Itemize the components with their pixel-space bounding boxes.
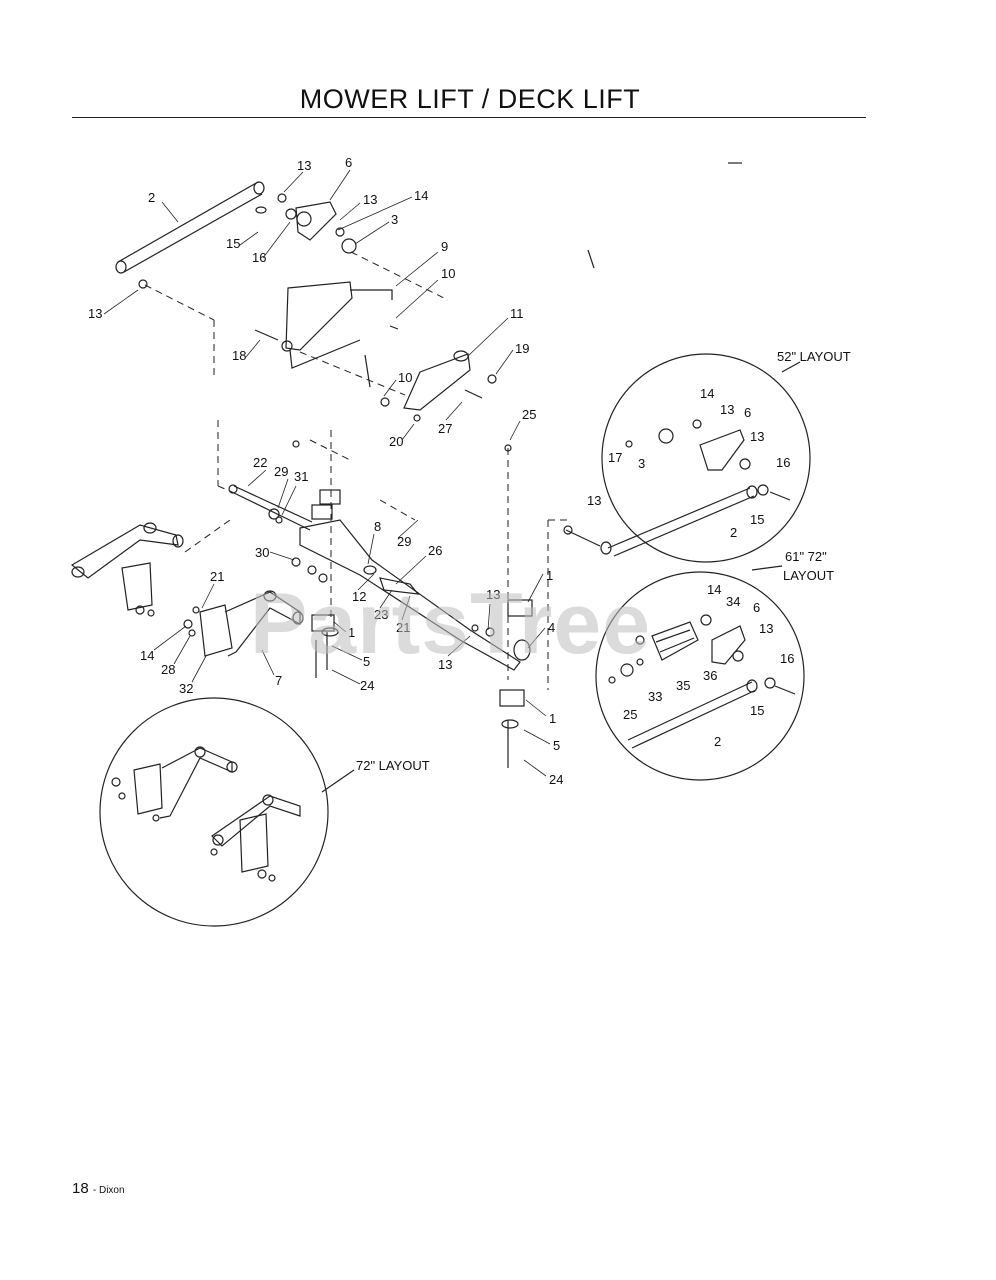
callout: 4 bbox=[548, 620, 555, 635]
layout-52-label: 52" LAYOUT bbox=[777, 349, 851, 364]
callout: 14 bbox=[140, 648, 154, 663]
callout: 13 bbox=[486, 587, 500, 602]
callout: 27 bbox=[438, 421, 452, 436]
callout: 21 bbox=[396, 620, 410, 635]
callout: 35 bbox=[676, 678, 690, 693]
footer-brand: - Dixon bbox=[92, 1185, 125, 1196]
left-deck-arm bbox=[70, 522, 184, 617]
callout: 15 bbox=[226, 236, 240, 251]
callout: 6 bbox=[345, 155, 352, 170]
callout: 29 bbox=[397, 534, 411, 549]
callout: 11 bbox=[510, 306, 524, 321]
callout: 17 bbox=[608, 450, 622, 465]
callout: 31 bbox=[294, 469, 308, 484]
callout: 24 bbox=[360, 678, 374, 693]
title-rule bbox=[72, 117, 866, 118]
page-number: 18 bbox=[72, 1180, 89, 1197]
callout: 13 bbox=[88, 306, 102, 321]
callout: 2 bbox=[730, 525, 737, 540]
callout: 6 bbox=[753, 600, 760, 615]
deck-hanger-blocks bbox=[292, 440, 533, 768]
callout: 15 bbox=[750, 512, 764, 527]
callout: 29 bbox=[274, 464, 288, 479]
left-rear-arm bbox=[183, 590, 304, 657]
callout: 10 bbox=[441, 266, 455, 281]
upper-hardware bbox=[138, 193, 357, 289]
bolt-18 bbox=[254, 325, 399, 352]
callout: 5 bbox=[553, 738, 560, 753]
layout-labels: 52" LAYOUT 61" 72" LAYOUT 72" LAYOUT bbox=[356, 349, 851, 773]
callout: 32 bbox=[179, 681, 193, 696]
callout: 8 bbox=[374, 519, 381, 534]
callout: 9 bbox=[441, 239, 448, 254]
callout: 18 bbox=[232, 348, 246, 363]
callout: 25 bbox=[623, 707, 637, 722]
lift-shaft-upper bbox=[115, 181, 265, 274]
callout: 23 bbox=[374, 607, 388, 622]
callout: 14 bbox=[707, 582, 721, 597]
layout-61-72-detail bbox=[595, 571, 805, 781]
callout: 25 bbox=[522, 407, 536, 422]
callout: 13 bbox=[438, 657, 452, 672]
callouts-main-center: 22 29 31 25 29 8 26 30 12 23 21 13 1 4 2… bbox=[140, 407, 563, 787]
page-title: MOWER LIFT / DECK LIFT bbox=[299, 84, 641, 114]
callout: 19 bbox=[515, 341, 529, 356]
callout: 33 bbox=[648, 689, 662, 704]
callout: 13 bbox=[720, 402, 734, 417]
callouts-main-upper: 2 13 6 13 14 3 15 16 13 9 10 18 11 19 10… bbox=[88, 155, 529, 449]
callout: 13 bbox=[363, 192, 377, 207]
callout: 21 bbox=[210, 569, 224, 584]
callout: 2 bbox=[148, 190, 155, 205]
ratchet-plate-upper bbox=[285, 281, 393, 388]
main-lift-shaft bbox=[228, 484, 521, 671]
callout: 34 bbox=[726, 594, 740, 609]
callout: 36 bbox=[703, 668, 717, 683]
callout: 13 bbox=[297, 158, 311, 173]
callout: 3 bbox=[391, 212, 398, 227]
callout: 1 bbox=[546, 568, 553, 583]
ratchet-plate-lower bbox=[380, 350, 497, 422]
layout-72-detail bbox=[99, 697, 329, 927]
callout: 12 bbox=[352, 589, 366, 604]
callout: 3 bbox=[638, 456, 645, 471]
callout: 13 bbox=[750, 429, 764, 444]
callout: 10 bbox=[398, 370, 412, 385]
layout-52-detail bbox=[563, 353, 811, 563]
callout: 1 bbox=[348, 625, 355, 640]
callout: 2 bbox=[714, 734, 721, 749]
callout: 15 bbox=[750, 703, 764, 718]
layout-61-72-label-line1: 61" 72" bbox=[785, 549, 827, 564]
callout: 16 bbox=[780, 651, 794, 666]
callout: 7 bbox=[275, 673, 282, 688]
callout: 13 bbox=[759, 621, 773, 636]
callout: 5 bbox=[363, 654, 370, 669]
callouts-layout-52: 14 13 6 13 17 3 16 15 2 13 bbox=[587, 386, 790, 540]
layout-72-label: 72" LAYOUT bbox=[356, 758, 430, 773]
callout: 1 bbox=[549, 711, 556, 726]
layout-61-72-label-line2: LAYOUT bbox=[783, 568, 834, 583]
callout: 30 bbox=[255, 545, 269, 560]
callout: 6 bbox=[744, 405, 751, 420]
callout: 16 bbox=[252, 250, 266, 265]
callout: 16 bbox=[776, 455, 790, 470]
callout: 26 bbox=[428, 543, 442, 558]
callouts-layout-61-72: 14 34 6 13 16 25 33 35 36 15 2 bbox=[623, 582, 794, 749]
callout: 28 bbox=[161, 662, 175, 677]
callout: 14 bbox=[700, 386, 714, 401]
page-footer: 18 - Dixon bbox=[72, 1180, 125, 1197]
callout: 14 bbox=[414, 188, 428, 203]
callout: 24 bbox=[549, 772, 563, 787]
watermark: PartsTree bbox=[250, 576, 652, 672]
callout: 13 bbox=[587, 493, 601, 508]
callout: 20 bbox=[389, 434, 403, 449]
callout: 22 bbox=[253, 455, 267, 470]
